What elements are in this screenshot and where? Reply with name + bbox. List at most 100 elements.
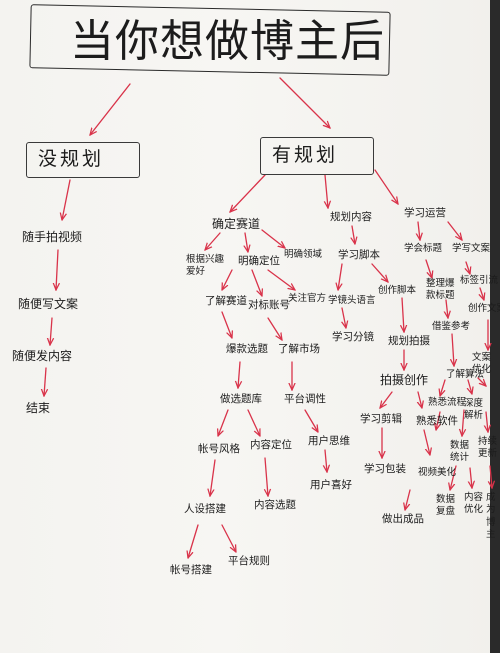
arrow-pos-17 [188, 524, 199, 558]
node-pos-j: 平台调性 [284, 393, 326, 405]
arrow-ops-6 [480, 287, 484, 300]
no-plan-label: 没规划 [38, 148, 105, 170]
arrow-con-1 [352, 225, 355, 244]
arrow-pos-16 [265, 457, 268, 496]
node-ops-e: 借鉴参考 [432, 321, 471, 332]
node-con-label: 规划内容 [330, 211, 372, 223]
arrow-np-1 [62, 179, 71, 220]
no-plan-step-2: 随便写文案 [18, 297, 79, 311]
node-con-c: 创作脚本 [378, 285, 417, 296]
arrow-plan-to-content [325, 174, 328, 208]
arrow-con-4 [342, 307, 346, 328]
node-pos-n: 用户喜好 [310, 479, 352, 491]
arrow-ops-2 [447, 221, 462, 240]
node-ops-h: 熟悉流程 [428, 397, 467, 408]
no-plan-frame [26, 142, 140, 178]
plan-frame [260, 137, 374, 175]
arrow-np-4 [44, 367, 46, 396]
arrow-ops-17 [490, 465, 492, 488]
arrow-pos-11 [218, 409, 229, 436]
node-ops-label: 学习运营 [404, 207, 446, 219]
arrow-pos-7 [221, 311, 232, 338]
no-plan-step-3: 随便发内容 [12, 349, 73, 363]
page-title: 当你想做博主后 [70, 16, 385, 67]
arrow-pos-13 [304, 409, 318, 432]
arrow-ops-3 [425, 259, 432, 278]
node-con-a: 学习脚本 [338, 249, 380, 261]
arrow-pos-6 [267, 269, 295, 290]
node-ops-n: 持续更新 [478, 436, 498, 460]
node-ops-j: 熟悉软件 [416, 415, 458, 427]
node-ops-d: 标签引流 [460, 275, 499, 286]
arrow-ops-1 [418, 221, 420, 240]
node-pos-c: 明确领域 [284, 249, 323, 260]
node-ops-a: 学会标题 [404, 243, 443, 254]
node-pos-i: 做选题库 [220, 393, 262, 405]
node-pos-r: 平台规则 [228, 555, 270, 567]
node-ops-o: 数据复盘 [436, 494, 456, 518]
arrow-pos-15 [210, 459, 216, 496]
node-pos-k: 帐号风格 [198, 443, 240, 455]
node-con-g: 学习剪辑 [360, 413, 402, 425]
node-ops-f: 创作文案 [468, 303, 500, 314]
arrow-ops-13 [462, 409, 464, 436]
arrow-pos-9 [238, 361, 240, 388]
node-ops-g: 了解算法 [446, 369, 485, 380]
arrow-pos-4 [222, 269, 233, 290]
node-pos-g: 爆款选题 [226, 343, 268, 355]
node-pos-e: 对标账号 [248, 299, 290, 311]
arrow-ops-12 [436, 411, 440, 430]
arrow-pos-14 [325, 449, 327, 472]
arrow-ops-15 [450, 465, 457, 490]
plan-label: 有规划 [272, 144, 339, 166]
arrow-con-11 [405, 489, 411, 510]
no-plan-step-4: 结束 [26, 401, 51, 415]
arrow-pos-1 [205, 232, 221, 250]
arrow-title-to-no-plan [90, 83, 131, 135]
arrow-con-8 [418, 391, 422, 408]
arrow-con-7 [380, 391, 393, 408]
node-ops-b: 学写文案 [452, 243, 491, 254]
node-pos-b: 明确定位 [238, 255, 280, 267]
node-con-e: 规划拍摄 [388, 335, 430, 347]
arrow-con-10 [423, 429, 430, 455]
arrow-pos-12 [247, 409, 261, 436]
arrow-ops-4 [466, 261, 470, 274]
arrow-pos-2 [245, 232, 248, 252]
arrow-con-2 [338, 263, 342, 290]
arrow-con-3 [371, 263, 388, 282]
node-pos-m: 用户思维 [308, 435, 350, 447]
node-pos-l: 内容定位 [250, 439, 292, 451]
arrow-ops-7 [452, 333, 454, 366]
node-pos-p: 内容选题 [254, 499, 296, 511]
arrow-ops-14 [486, 411, 488, 432]
node-ops-i: 文案优化 [472, 352, 492, 376]
arrow-title-to-plan [279, 77, 330, 128]
node-ops-l: 视频美化 [418, 467, 457, 478]
arrow-pos-3 [261, 229, 285, 248]
node-ops-m: 数据统计 [450, 440, 470, 464]
node-con-i: 做出成品 [382, 513, 424, 525]
arrow-np-3 [50, 317, 52, 345]
node-pos-label: 确定赛道 [212, 217, 261, 231]
node-pos-a: 根据兴趣爱好 [186, 254, 225, 277]
node-pos-o: 人设搭建 [184, 503, 226, 515]
arrow-np-2 [56, 249, 58, 290]
node-pos-h: 了解市场 [278, 343, 320, 355]
arrow-pos-8 [267, 317, 282, 340]
node-pos-q: 帐号搭建 [170, 564, 212, 576]
no-plan-step-1: 随手拍视频 [22, 230, 83, 244]
node-con-d: 学习分镜 [332, 331, 374, 343]
node-ops-c: 整理爆款标题 [426, 278, 455, 302]
node-pos-d: 了解赛道 [205, 295, 247, 307]
arrow-ops-10 [468, 379, 472, 394]
node-con-h: 学习包装 [364, 463, 406, 475]
arrow-ops-9 [440, 379, 446, 396]
arrow-con-5 [402, 297, 404, 332]
arrow-plan-to-ops [374, 169, 398, 204]
node-con-f: 拍摄创作 [380, 373, 429, 387]
arrow-ops-5 [446, 299, 448, 318]
node-ops-k: 深度解析 [464, 398, 484, 422]
